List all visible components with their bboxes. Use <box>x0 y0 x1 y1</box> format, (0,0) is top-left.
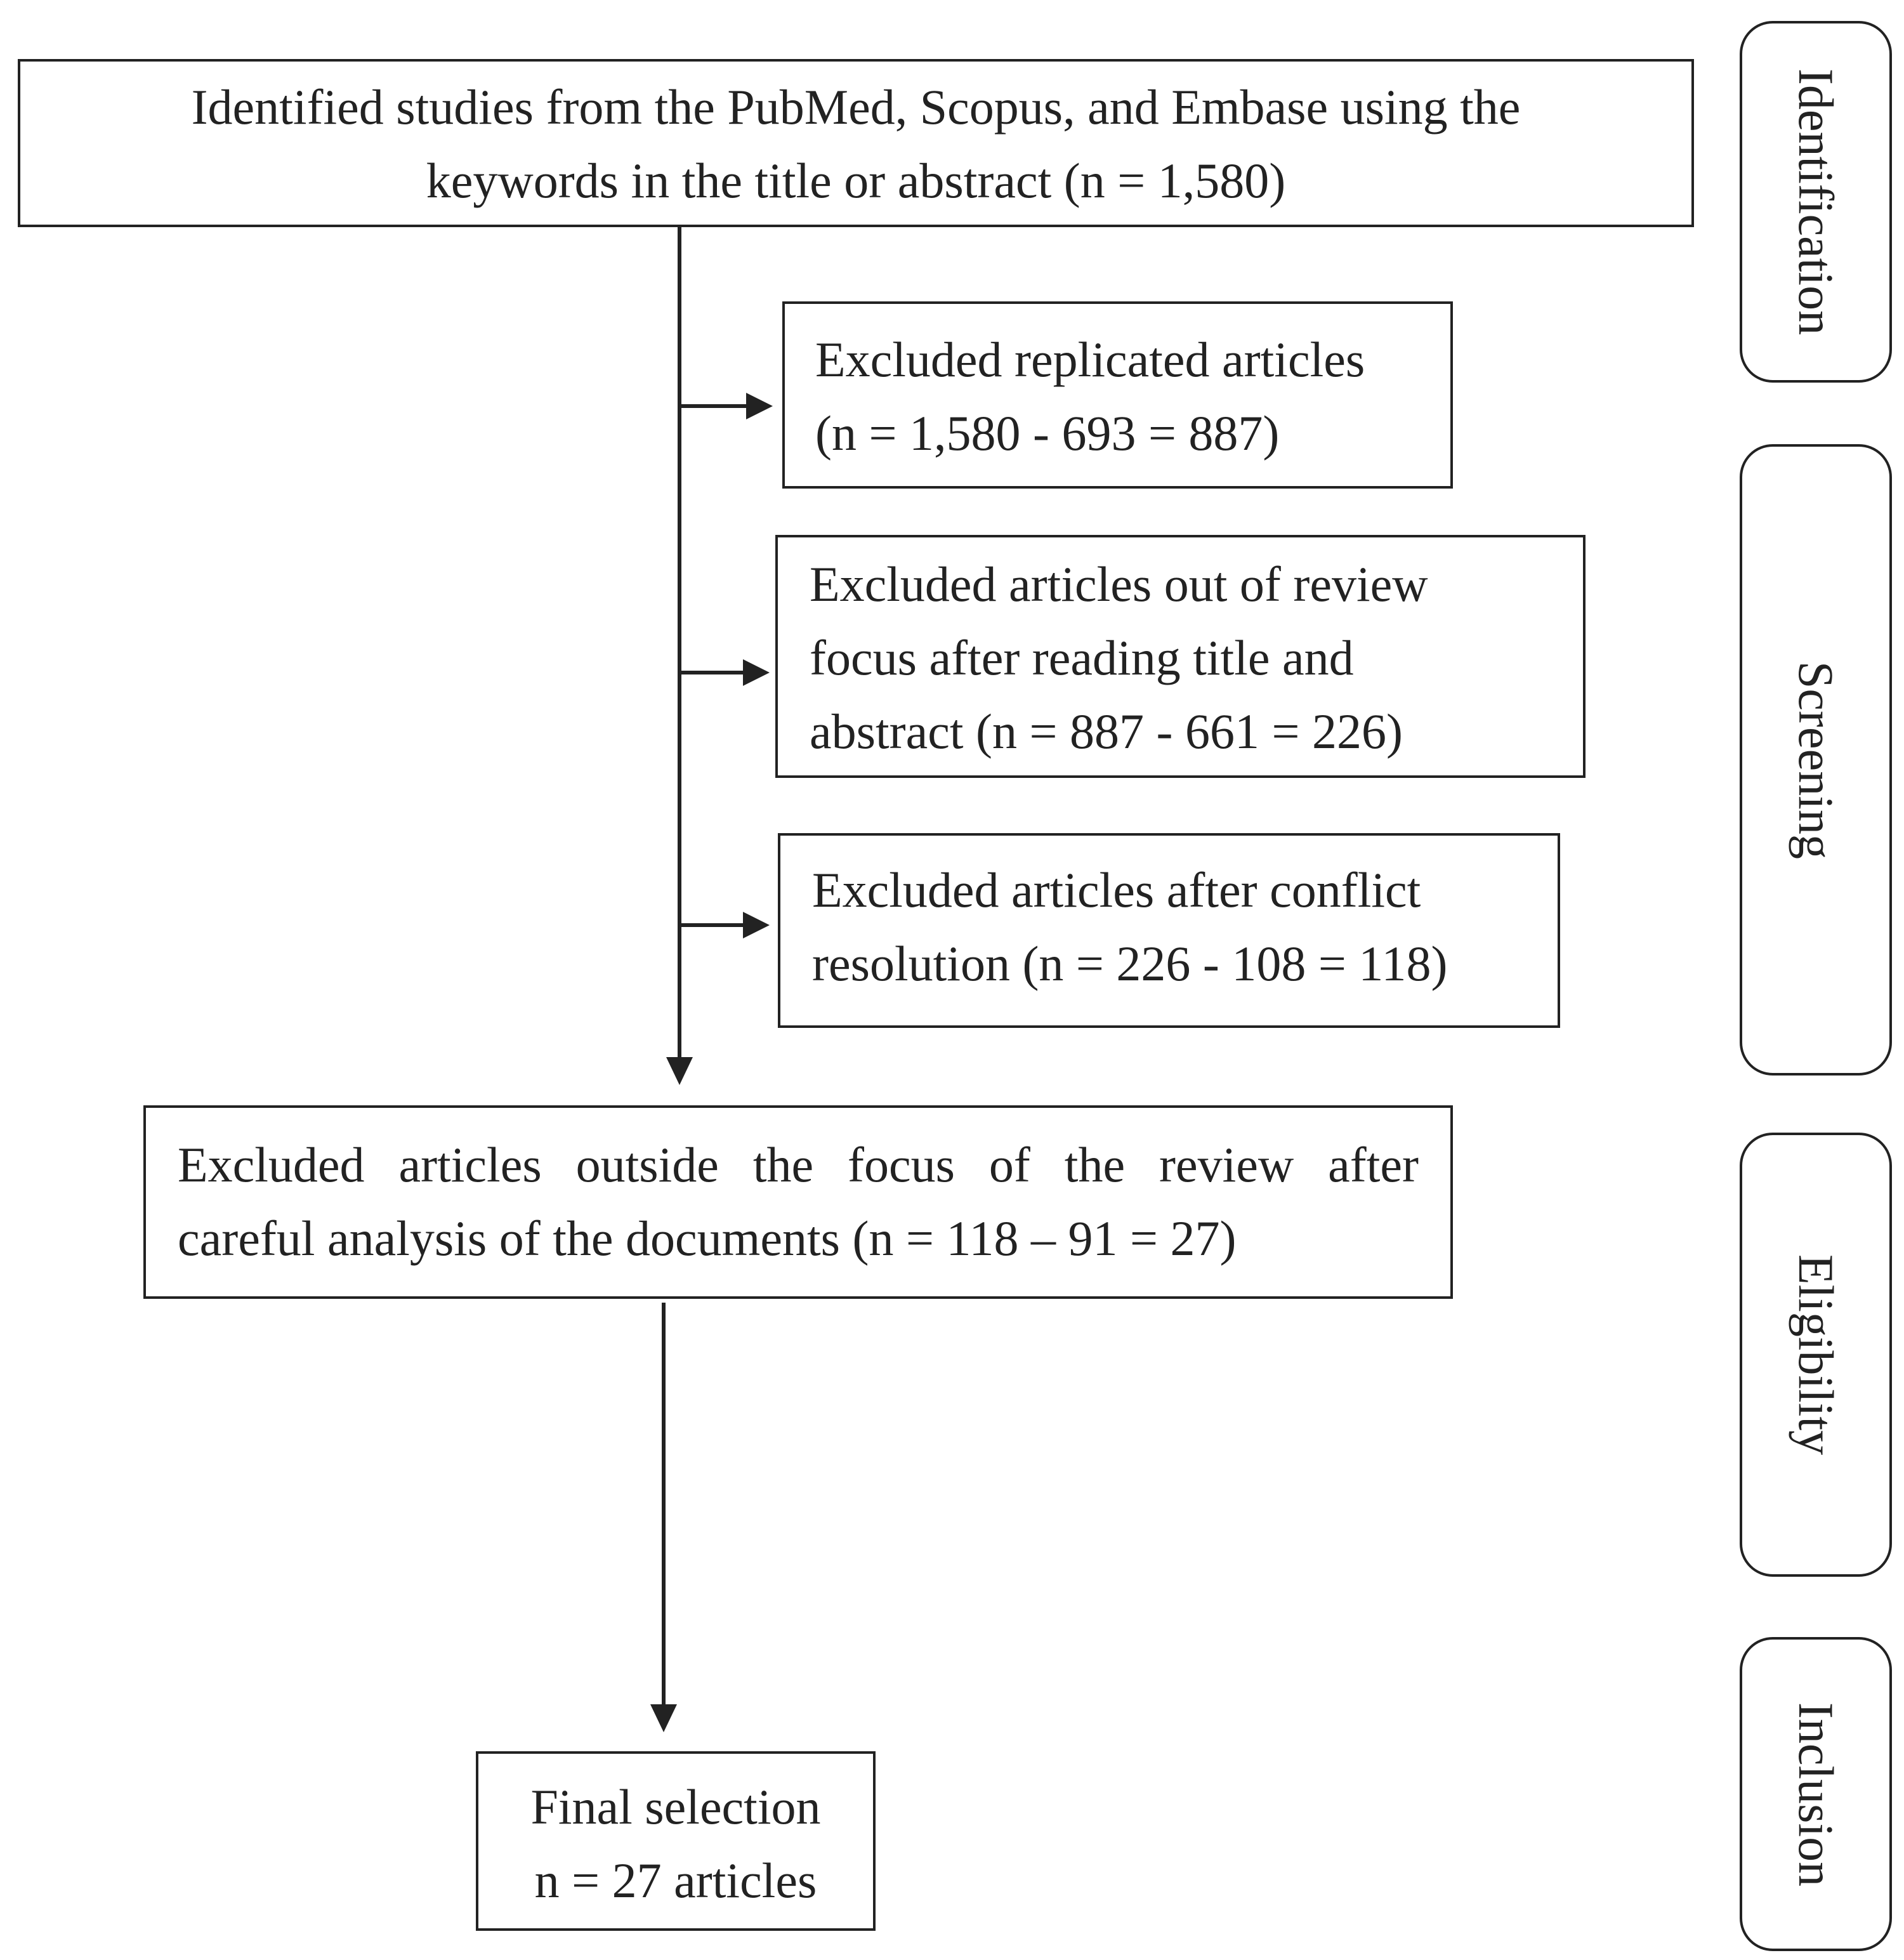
identified-studies-line-2: keywords in the title or abstract (n = 1… <box>426 153 1286 208</box>
phase-identification-label: Identification <box>1789 68 1844 336</box>
identified-studies-line-1: Identified studies from the PubMed, Scop… <box>191 79 1521 135</box>
excluded-conflict-box: Excluded articles after conflict resolut… <box>778 833 1560 1028</box>
final-selection-line-2: n = 27 articles <box>534 1853 817 1908</box>
excluded-replicated-line-2: (n = 1,580 - 693 = 887) <box>815 405 1280 461</box>
excluded-outside-focus-box: Excluded articles outside the focus of t… <box>143 1105 1453 1299</box>
excluded-review-focus-line-3: abstract (n = 887 - 661 = 226) <box>810 704 1403 759</box>
identified-studies-box: Identified studies from the PubMed, Scop… <box>18 59 1694 227</box>
phase-identification: Identification <box>1740 21 1892 383</box>
excluded-review-focus-line-2: focus after reading title and <box>810 630 1354 685</box>
arrowhead-to-inclusion <box>650 1704 677 1732</box>
excluded-replicated-box: Excluded replicated articles (n = 1,580 … <box>782 301 1453 489</box>
excluded-outside-focus-line-1: Excluded articles outside the focus of t… <box>178 1137 1419 1192</box>
phase-eligibility: Eligibility <box>1740 1133 1892 1577</box>
arrowhead-review-focus <box>743 659 770 686</box>
final-selection-text: Final selection n = 27 articles <box>478 1770 873 1917</box>
excluded-conflict-line-1: Excluded articles after conflict <box>812 862 1421 918</box>
identified-studies-text: Identified studies from the PubMed, Scop… <box>20 70 1691 218</box>
excluded-conflict-line-2: resolution (n = 226 - 108 = 118) <box>812 936 1448 991</box>
final-selection-line-1: Final selection <box>530 1779 821 1834</box>
phase-inclusion: Inclusion <box>1740 1637 1892 1951</box>
arrowhead-replicated <box>746 393 773 419</box>
phase-screening: Screening <box>1740 444 1892 1075</box>
phase-eligibility-label: Eligibility <box>1789 1254 1844 1456</box>
final-selection-box: Final selection n = 27 articles <box>476 1751 876 1931</box>
excluded-review-focus-text: Excluded articles out of review focus af… <box>810 548 1428 768</box>
excluded-conflict-text: Excluded articles after conflict resolut… <box>812 853 1447 1001</box>
excluded-review-focus-box: Excluded articles out of review focus af… <box>775 535 1586 778</box>
phase-inclusion-label: Inclusion <box>1789 1702 1844 1886</box>
phase-screening-label: Screening <box>1789 661 1844 859</box>
excluded-review-focus-line-1: Excluded articles out of review <box>810 556 1428 612</box>
excluded-replicated-line-1: Excluded replicated articles <box>815 332 1365 387</box>
excluded-replicated-text: Excluded replicated articles (n = 1,580 … <box>815 323 1365 470</box>
arrowhead-to-eligibility <box>666 1057 693 1085</box>
excluded-outside-focus-line-2: careful analysis of the documents (n = 1… <box>178 1211 1237 1266</box>
excluded-outside-focus-text: Excluded articles outside the focus of t… <box>178 1128 1419 1275</box>
arrowhead-conflict <box>743 912 770 938</box>
